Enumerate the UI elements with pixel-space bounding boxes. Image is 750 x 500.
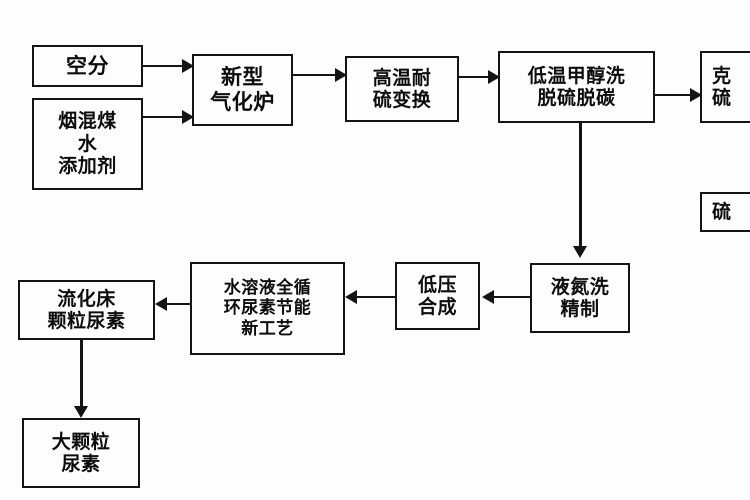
node-liquid-nitrogen-wash-label: 液氮洗 精制 <box>550 275 610 320</box>
node-rectisol-label: 低温甲醇洗 脱硫脱碳 <box>527 64 626 109</box>
connector-synthesis-to-urea-process <box>355 296 395 298</box>
connector-air-separation-to-gasifier <box>143 65 184 67</box>
node-new-gasifier: 新型 气化炉 <box>192 54 293 126</box>
node-rectisol: 低温甲醇洗 脱硫脱碳 <box>498 51 655 123</box>
node-claus-sulfur-recovery-label: 克 硫 <box>712 64 732 109</box>
node-claus-sulfur-recovery: 克 硫 <box>700 51 750 123</box>
arrowhead-rectisol-to-claus <box>690 88 702 102</box>
node-coal-water-slurry-label: 烟混煤 水 添加剂 <box>58 110 117 178</box>
arrowhead-fluid-bed-to-large-granular <box>74 406 88 418</box>
connector-rectisol-to-claus <box>655 94 693 96</box>
arrowhead-urea-process-to-fluid-bed <box>155 297 167 311</box>
connector-ln-wash-to-synthesis <box>492 296 530 298</box>
arrowhead-air-separation-to-gasifier <box>182 59 194 73</box>
node-fluid-bed-granular-urea: 流化床 颗粒尿素 <box>18 280 155 340</box>
node-large-granular-urea: 大颗粒 尿素 <box>22 418 140 488</box>
node-sulfur-product: 硫 <box>700 192 750 232</box>
node-fluid-bed-granular-urea-label: 流化床 颗粒尿素 <box>47 287 126 332</box>
node-high-temp-shift: 高温耐 硫变换 <box>345 56 459 122</box>
node-air-separation-label: 空分 <box>66 53 109 78</box>
connector-shift-to-rectisol <box>459 76 491 78</box>
node-large-granular-urea-label: 大颗粒 尿素 <box>51 430 111 475</box>
connector-slurry-to-gasifier <box>143 116 184 118</box>
node-high-temp-shift-label: 高温耐 硫变换 <box>372 66 432 111</box>
arrowhead-shift-to-rectisol <box>488 70 500 84</box>
connector-urea-process-to-fluid-bed <box>165 303 190 305</box>
connector-fluid-bed-to-large-granular <box>80 340 83 410</box>
node-urea-new-process: 水溶液全循 环尿素节能 新工艺 <box>190 262 345 355</box>
node-urea-new-process-label: 水溶液全循 环尿素节能 新工艺 <box>223 278 312 339</box>
node-low-pressure-synthesis-label: 低压 合成 <box>417 273 457 318</box>
connector-gasifier-to-shift <box>293 74 337 76</box>
node-sulfur-product-label: 硫 <box>712 200 732 223</box>
arrowhead-slurry-to-gasifier <box>182 110 194 124</box>
node-liquid-nitrogen-wash: 液氮洗 精制 <box>530 263 630 333</box>
arrowhead-rectisol-to-ln-wash <box>573 246 587 258</box>
node-coal-water-slurry: 烟混煤 水 添加剂 <box>32 98 143 190</box>
connector-rectisol-to-ln-wash <box>579 123 582 248</box>
node-low-pressure-synthesis: 低压 合成 <box>395 262 480 330</box>
arrowhead-ln-wash-to-synthesis <box>482 290 494 304</box>
arrowhead-synthesis-to-urea-process <box>345 290 357 304</box>
node-air-separation: 空分 <box>32 45 143 87</box>
node-new-gasifier-label: 新型 气化炉 <box>210 65 275 114</box>
arrowhead-gasifier-to-shift <box>335 68 347 82</box>
